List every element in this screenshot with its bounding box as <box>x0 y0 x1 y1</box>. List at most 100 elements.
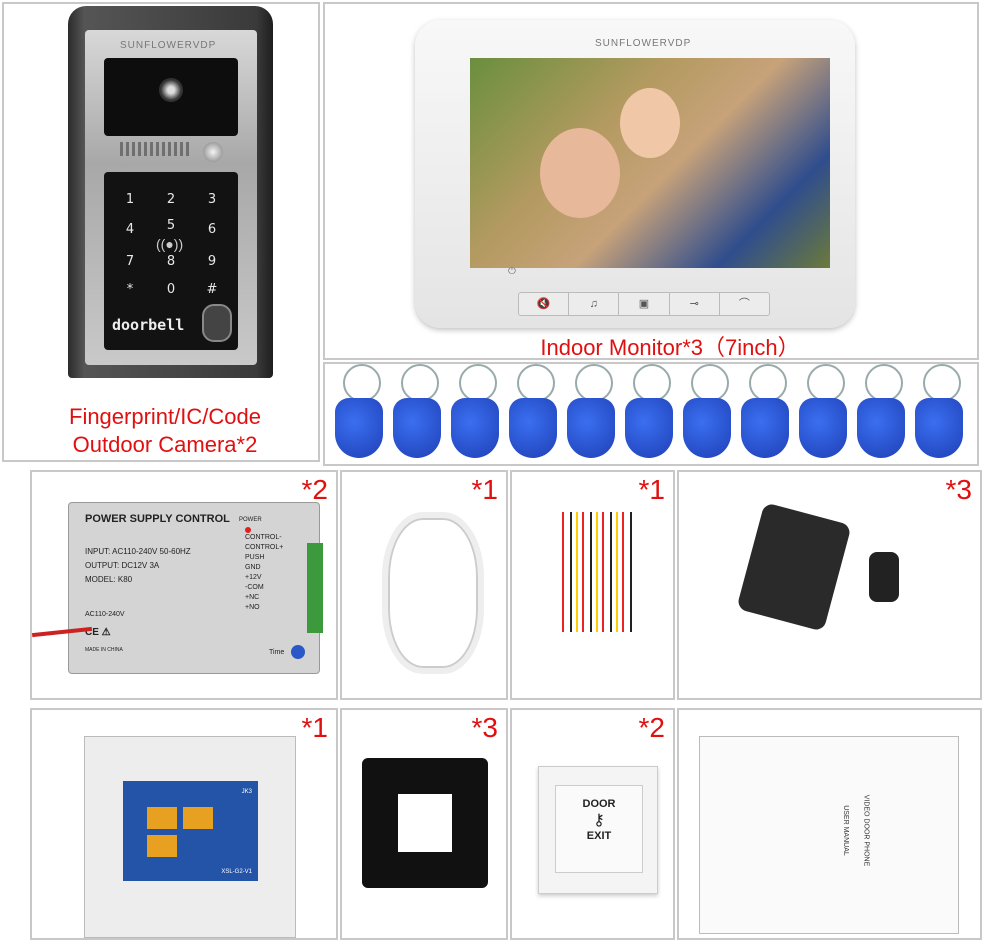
psu-made-label: MADE IN CHINA <box>85 647 123 653</box>
rfid-tag-icon <box>741 398 789 458</box>
rfid-tag-icon <box>915 398 963 458</box>
board-model-label: XSL-G2-V1 <box>221 869 252 875</box>
photo-face-right <box>620 88 680 158</box>
rfid-tag-icon <box>451 398 499 458</box>
key-ring-icon <box>633 364 671 402</box>
power-icon[interactable]: ⏻ <box>508 266 516 277</box>
psu-model: MODEL: K80 <box>85 575 133 584</box>
rfid-tag-icon <box>335 398 383 458</box>
psu-title: POWER SUPPLY CONTROL <box>85 513 230 525</box>
camera-caption-line1: Fingerprint/IC/Code <box>69 404 261 429</box>
camera-caption-line2: Outdoor Camera*2 <box>72 432 258 457</box>
terminal-label: PUSH <box>245 554 265 561</box>
manual-subtitle: USER MANUAL <box>841 805 849 856</box>
quantity-label: *1 <box>638 474 665 505</box>
key-1[interactable]: 1 <box>125 192 135 207</box>
distributor-panel: *1 JK3 XSL-G2-V1 <box>30 708 338 940</box>
relay-icon <box>147 807 177 829</box>
key-6[interactable]: 6 <box>207 222 217 237</box>
power-adapter-icon <box>736 502 852 632</box>
key-0[interactable]: 0 <box>166 282 176 297</box>
mute-button[interactable]: 🔇 <box>519 293 570 315</box>
psu-power-led-icon <box>245 527 251 533</box>
ring-tone-button[interactable]: ♫ <box>569 293 620 315</box>
manual-title: VIDEO DOOR PHONE <box>862 794 870 867</box>
terminal-label: +NC <box>245 594 260 601</box>
fingerprint-sensor-icon[interactable] <box>202 304 232 342</box>
distributor-box: JK3 XSL-G2-V1 <box>84 736 296 938</box>
camera-lens-icon <box>159 78 183 102</box>
cable-panel: *1 <box>340 470 508 700</box>
quantity-label: *3 <box>471 712 498 743</box>
key-5[interactable]: 5 <box>166 218 176 233</box>
key-ring-icon <box>691 364 729 402</box>
key-ring-icon <box>343 364 381 402</box>
monitor-caption: Indoor Monitor*3（7inch） <box>540 335 800 360</box>
rfid-icon: ((●)) <box>156 236 184 252</box>
key-star[interactable]: * <box>126 282 134 297</box>
key-2[interactable]: 2 <box>166 192 176 207</box>
key-hash[interactable]: # <box>206 282 218 297</box>
exit-button-panel: *2 DOOR ⚷ EXIT <box>510 708 675 940</box>
exit-button-plate[interactable]: DOOR ⚷ EXIT <box>538 766 658 894</box>
rfid-tag-icon <box>683 398 731 458</box>
keypad: 1 2 3 4 5 6 ((●)) 7 8 9 * 0 # doorbell <box>104 172 238 350</box>
monitor-button-bar: 🔇 ♫ ▣ ⊸ ⌒ <box>518 292 770 316</box>
power-supply-box: POWER SUPPLY CONTROL POWER INPUT: AC110-… <box>68 502 323 674</box>
quantity-label: *3 <box>945 474 972 505</box>
ce-mark-icon: CE ⚠ <box>85 627 111 638</box>
terminal-label: CONTROL- <box>245 534 282 541</box>
rfid-tag-icon <box>625 398 673 458</box>
unlock-button[interactable]: ⊸ <box>670 293 720 315</box>
key-7[interactable]: 7 <box>125 254 135 269</box>
power-adapter-panel: *3 <box>677 470 982 700</box>
speaker-grille <box>120 142 190 156</box>
rfid-tag-icon <box>799 398 847 458</box>
camera-brand: SUNFLOWERVDP <box>120 40 217 51</box>
manual-panel: VIDEO DOOR PHONE USER MANUAL <box>677 708 982 940</box>
monitor-view-button[interactable]: ▣ <box>619 293 670 315</box>
rfid-tag-icon <box>567 398 615 458</box>
bracket-hole <box>398 794 452 852</box>
psu-input: INPUT: AC110-240V 50-60HZ <box>85 547 191 556</box>
terminal-label: GND <box>245 564 261 571</box>
rfid-tag-icon <box>857 398 905 458</box>
circuit-board: JK3 XSL-G2-V1 <box>123 781 258 881</box>
rfid-tag-icon <box>393 398 441 458</box>
talk-button[interactable]: ⌒ <box>738 298 750 310</box>
terminal-label: -COM <box>245 584 264 591</box>
terminal-block <box>307 543 323 633</box>
exit-button-face[interactable]: DOOR ⚷ EXIT <box>555 785 643 873</box>
key-ring-icon <box>401 364 439 402</box>
doorbell-logo: doorbell <box>112 316 185 334</box>
terminal-label: +12V <box>245 574 262 581</box>
monitor-brand: SUNFLOWERVDP <box>595 38 692 49</box>
key-ring-icon <box>807 364 845 402</box>
power-supply-panel: *2 POWER SUPPLY CONTROL POWER INPUT: AC1… <box>30 470 338 700</box>
key-ring-icon <box>517 364 555 402</box>
relay-icon <box>147 835 177 857</box>
psu-ac-label: AC110-240V <box>85 611 125 618</box>
quantity-label: *1 <box>471 474 498 505</box>
key-9[interactable]: 9 <box>207 254 217 269</box>
key-4[interactable]: 4 <box>125 222 135 237</box>
psu-time-label: Time <box>269 649 285 656</box>
cable-coil-icon <box>382 512 484 674</box>
key-3[interactable]: 3 <box>207 192 217 207</box>
psu-power-label: POWER <box>239 517 262 523</box>
relay-icon <box>183 807 213 829</box>
key-ring-icon <box>865 364 903 402</box>
call-button[interactable] <box>203 142 223 162</box>
time-adjust-icon[interactable] <box>291 645 305 659</box>
board-jk3-label: JK3 <box>241 789 252 795</box>
terminal-label: CONTROL+ <box>245 544 284 551</box>
key-ring-icon <box>459 364 497 402</box>
key-icon: ⚷ <box>593 812 605 829</box>
wire-harness-icon <box>562 512 632 632</box>
key-ring-icon <box>575 364 613 402</box>
key-8[interactable]: 8 <box>166 254 176 269</box>
terminal-label: +NO <box>245 604 260 611</box>
terminal-labels: CONTROL- CONTROL+ PUSH GND +12V -COM +NC… <box>245 533 283 613</box>
camera-lens-window <box>104 58 238 136</box>
photo-face-left <box>540 128 620 218</box>
